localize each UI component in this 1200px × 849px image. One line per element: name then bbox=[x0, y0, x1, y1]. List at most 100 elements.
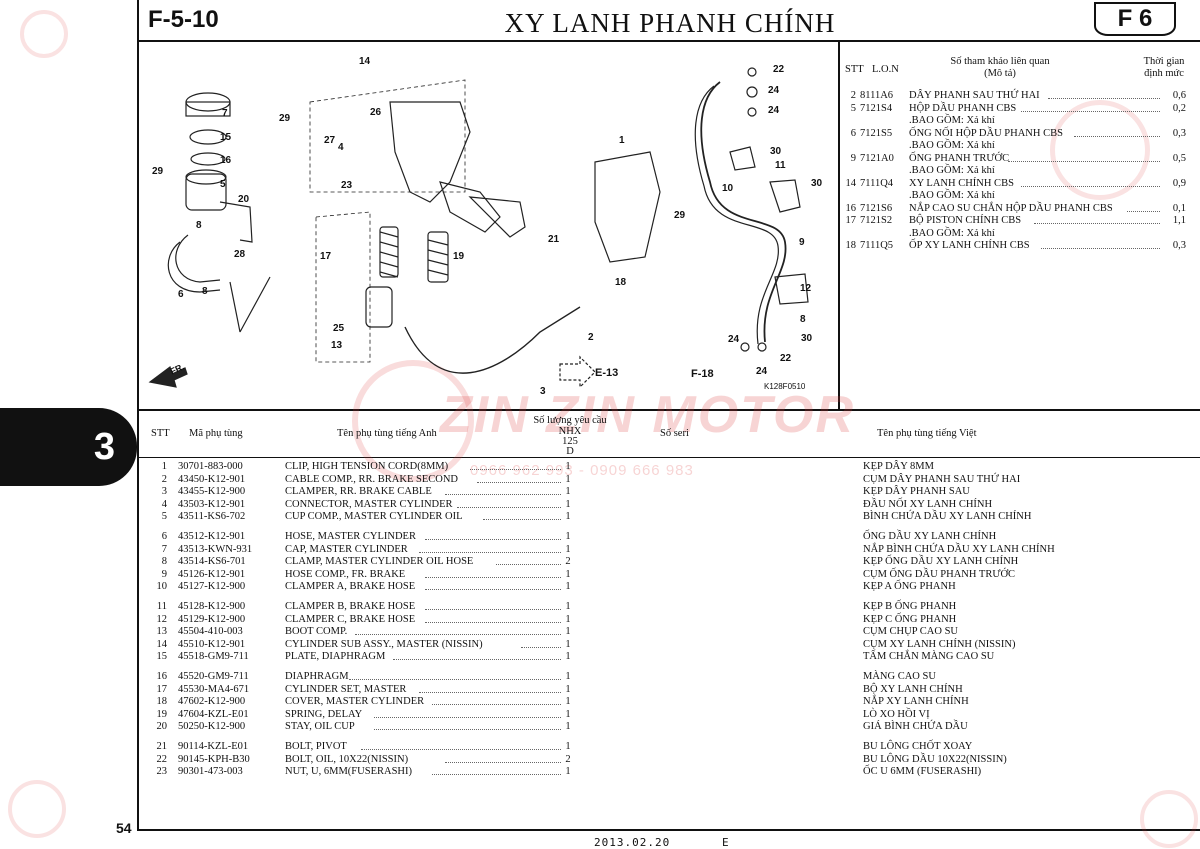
part-leader bbox=[425, 621, 561, 623]
ref-row-time: 0,3 bbox=[1172, 240, 1186, 251]
part-name-vn: ỐC U 6MM (FUSERASHI) bbox=[863, 766, 982, 778]
ref-row-leader bbox=[1008, 160, 1160, 162]
part-name-en: SPRING, DELAY bbox=[285, 708, 363, 720]
part-leader bbox=[393, 659, 561, 661]
part-name-vn: KẸP DÂY PHANH SAU bbox=[863, 486, 970, 498]
ref-row-stt: 9 bbox=[850, 152, 856, 164]
ref-row-desc: ỐNG NỐI HỘP DẦU PHANH CBS bbox=[909, 127, 1063, 139]
callout-label: 14 bbox=[359, 56, 371, 67]
part-name-vn: KẸP DÂY 8MM bbox=[863, 461, 934, 472]
callout-label: 8 bbox=[202, 286, 208, 297]
part-name-en: CLAMPER B, BRAKE HOSE bbox=[285, 601, 416, 612]
part-stt: 8 bbox=[161, 556, 167, 568]
callout-label: 16 bbox=[220, 155, 232, 166]
parts-header-vn: Tên phụ tùng tiếng Việt bbox=[877, 428, 977, 439]
section-badge: F 6 bbox=[1094, 2, 1176, 36]
part-leader bbox=[444, 494, 561, 496]
part-leader bbox=[431, 774, 561, 776]
page-number: 54 bbox=[116, 820, 132, 836]
exploded-diagram: 14 7 15 16 29 5 8 20 28 6 8 29 27 4 26 1… bbox=[140, 42, 837, 408]
part-name-vn: BÌNH CHỨA DẦU XY LANH CHÍNH bbox=[863, 511, 1032, 523]
part-qty: 1 bbox=[565, 568, 571, 580]
parts-header-model: NHX bbox=[558, 426, 582, 437]
part-stt: 15 bbox=[156, 651, 168, 663]
part-name-vn: NẮP BÌNH CHỨA DẦU XY LANH CHÍNH bbox=[863, 543, 1055, 555]
part-name-en: CLAMPER A, BRAKE HOSE bbox=[285, 581, 416, 593]
part-code: 90301-473-003 bbox=[178, 766, 243, 778]
part-qty: 1 bbox=[565, 473, 571, 485]
part-name-vn: LÒ XO HỒI VỊ bbox=[863, 708, 930, 720]
callout-label: 15 bbox=[220, 132, 232, 143]
diagram-divider bbox=[137, 409, 1200, 411]
watermark-logo-icon bbox=[1050, 100, 1150, 200]
part-name-en: CLAMP, MASTER CYLINDER OIL HOSE bbox=[285, 556, 474, 568]
ref-row-desc: DÂY PHANH SAU THỨ HAI bbox=[909, 90, 1040, 101]
part-stt: 19 bbox=[156, 708, 168, 720]
ref-row-time: 0,9 bbox=[1172, 177, 1186, 189]
part-stt: 16 bbox=[156, 671, 168, 682]
part-name-vn: GIÁ BÌNH CHỨA DẦU bbox=[863, 721, 968, 733]
ref-row-desc: ỐP XY LANH CHÍNH CBS bbox=[909, 240, 1030, 251]
callout-label: 19 bbox=[453, 251, 465, 262]
ref-row-leader bbox=[1021, 185, 1160, 187]
ref-row-lon: 7121S6 bbox=[860, 202, 893, 214]
part-qty: 1 bbox=[565, 721, 571, 733]
part-name-en: CYLINDER SUB ASSY., MASTER (NISSIN) bbox=[285, 638, 483, 650]
part-name-en: COVER, MASTER CYLINDER bbox=[285, 696, 425, 708]
ref-row-leader bbox=[1041, 248, 1160, 249]
watermark-logo-icon bbox=[20, 10, 68, 58]
part-code: 45128-K12-900 bbox=[178, 601, 246, 612]
header-divider bbox=[137, 40, 1200, 42]
callout-label: 29 bbox=[152, 166, 164, 177]
callout-label: 27 bbox=[324, 135, 336, 146]
part-leader bbox=[361, 749, 561, 750]
ref-row-stt: 16 bbox=[845, 202, 857, 214]
page-frame bbox=[137, 0, 1200, 831]
part-stt: 10 bbox=[156, 581, 168, 593]
callout-label: 29 bbox=[674, 210, 686, 221]
part-name-en: HOSE COMP., FR. BRAKE bbox=[285, 568, 406, 580]
part-name-vn: CỤM DÂY PHANH SAU THỨ HAI bbox=[863, 473, 1021, 485]
part-leader bbox=[425, 576, 561, 578]
footer-date: 2013.02.20 bbox=[594, 836, 671, 849]
part-leader bbox=[521, 646, 561, 648]
part-qty: 1 bbox=[565, 581, 571, 593]
part-code: 43450-K12-901 bbox=[178, 473, 246, 485]
part-leader bbox=[374, 716, 561, 718]
ref-row-note: .BAO GỒM: Xả khí bbox=[909, 115, 995, 126]
part-name-en: BOLT, OIL, 10X22(NISSIN) bbox=[285, 753, 409, 765]
part-stt: 17 bbox=[156, 683, 168, 695]
parts-header-model2: 125 bbox=[562, 436, 578, 447]
diagram-drawing bbox=[148, 67, 809, 389]
part-name-en: CLAMPER C, BRAKE HOSE bbox=[285, 613, 416, 625]
part-leader bbox=[348, 679, 561, 680]
part-code: 45127-K12-900 bbox=[178, 581, 246, 593]
part-stt: 22 bbox=[156, 753, 168, 765]
parts-header-code: Mã phụ tùng bbox=[189, 428, 243, 439]
part-code: 50250-K12-900 bbox=[178, 721, 246, 733]
part-qty: 1 bbox=[565, 708, 571, 720]
part-qty: 1 bbox=[565, 696, 571, 708]
part-stt: 14 bbox=[156, 638, 168, 650]
part-stt: 18 bbox=[156, 696, 168, 708]
part-stt: 5 bbox=[161, 511, 167, 523]
ref-row-lon: 7121A0 bbox=[860, 152, 894, 164]
ref-row-desc: BỘ PISTON CHÍNH CBS bbox=[909, 215, 1022, 226]
part-name-en: CONNECTOR, MASTER CYLINDER bbox=[285, 498, 453, 510]
part-code: 45518-GM9-711 bbox=[178, 651, 249, 663]
part-code: 43514-KS6-701 bbox=[178, 556, 246, 568]
ref-row-note: .BAO GỒM: Xả khí bbox=[909, 227, 995, 239]
part-code: 45126-K12-901 bbox=[178, 568, 246, 580]
callout-label: 4 bbox=[338, 142, 344, 153]
part-name-vn: MÀNG CAO SU bbox=[863, 671, 936, 682]
